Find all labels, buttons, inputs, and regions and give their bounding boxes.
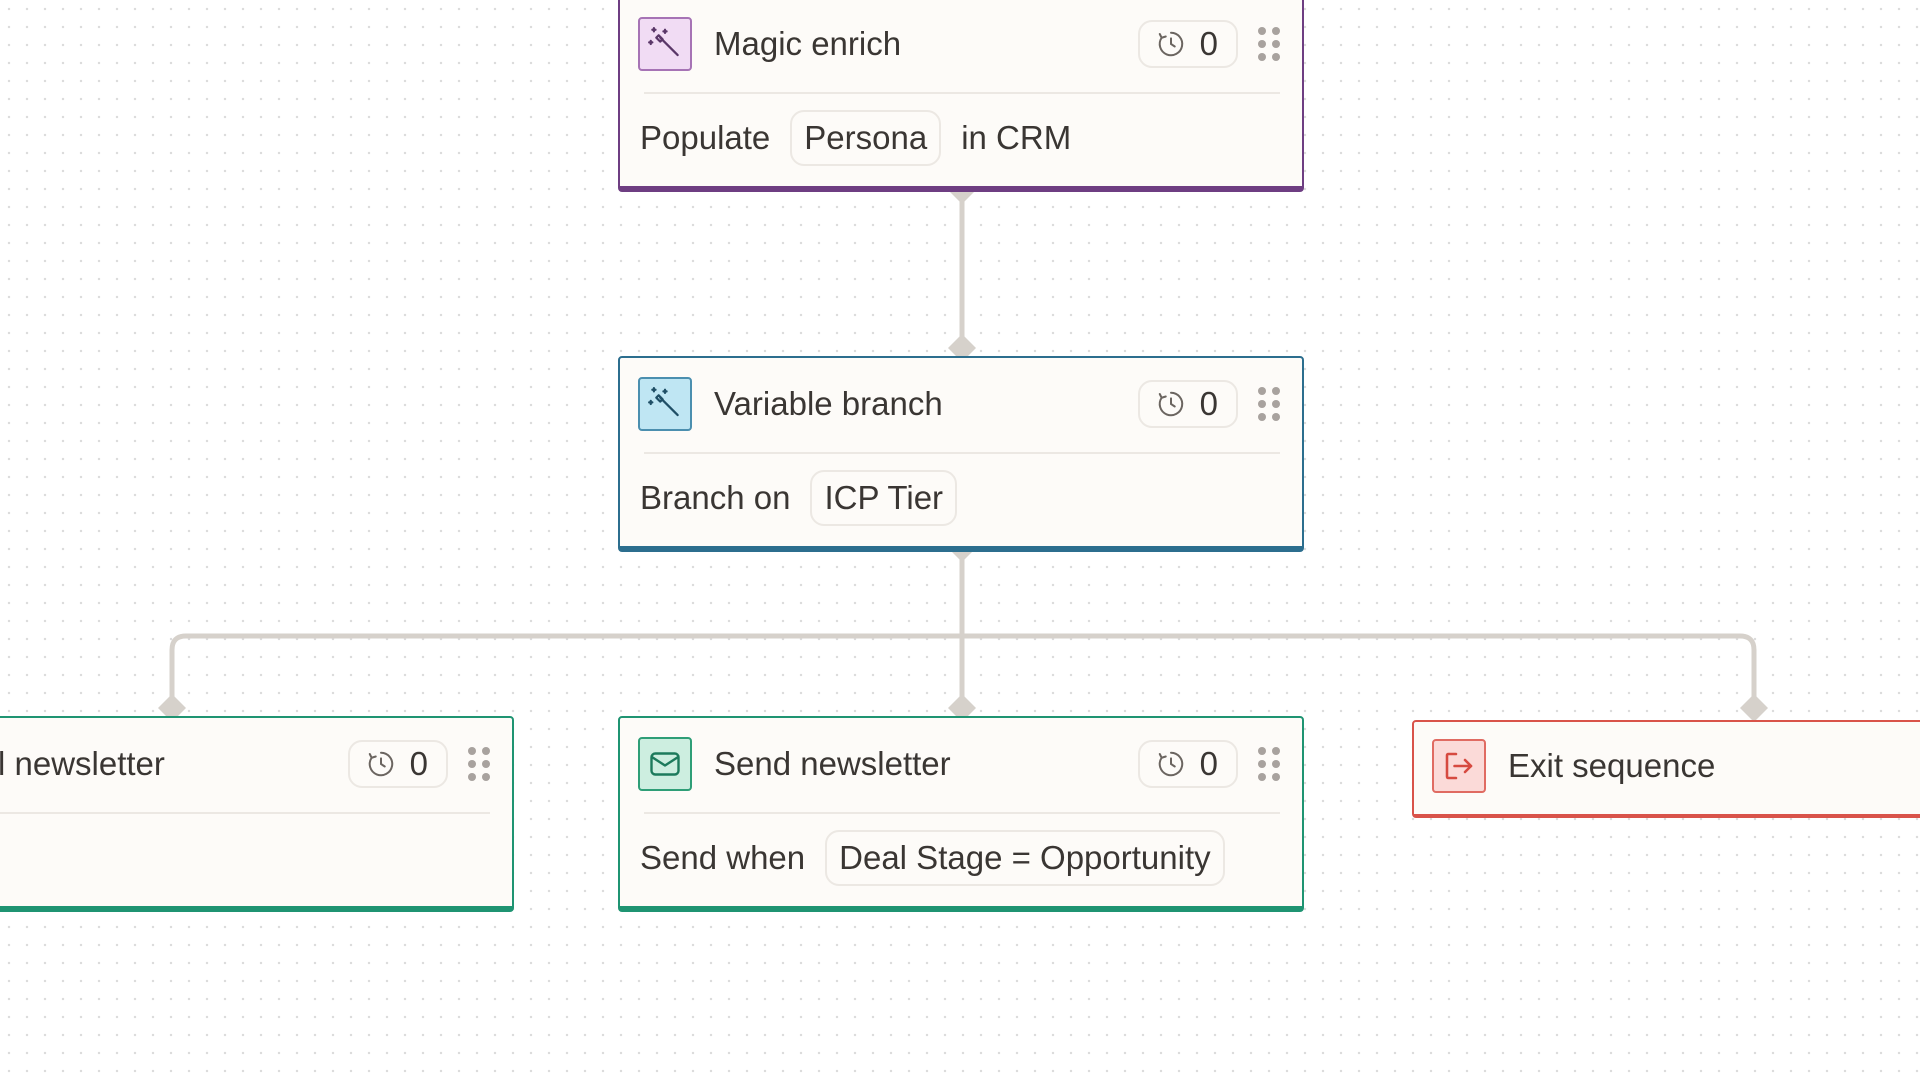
node-header: Magic enrich 0 bbox=[638, 16, 1280, 72]
node-header: Send newsletter 0 bbox=[638, 736, 1280, 792]
node-magic-enrich[interactable]: Magic enrich 0 Populate Persona in CRM bbox=[618, 0, 1304, 192]
drag-handle-icon[interactable] bbox=[1258, 747, 1280, 781]
node-divider bbox=[644, 452, 1280, 454]
envelope-icon bbox=[638, 737, 692, 791]
connector-branch-left bbox=[169, 633, 965, 711]
node-title: l newsletter bbox=[0, 745, 165, 782]
run-counter[interactable]: 0 bbox=[347, 740, 448, 788]
clock-icon bbox=[1158, 391, 1183, 417]
run-counter[interactable]: 0 bbox=[1137, 380, 1238, 428]
clock-icon bbox=[1158, 751, 1183, 777]
condition-chip[interactable]: Deal Stage = Opportunity bbox=[825, 830, 1225, 886]
body-prefix: Branch on bbox=[640, 479, 791, 516]
drag-handle-icon[interactable] bbox=[468, 747, 490, 781]
node-header: l newsletter 0 bbox=[0, 736, 490, 792]
node-title: Exit sequence bbox=[1508, 747, 1716, 784]
connector-port-branch-in bbox=[948, 334, 976, 362]
drag-handle-icon[interactable] bbox=[1258, 387, 1280, 421]
node-header: Variable branch 0 bbox=[638, 376, 1280, 432]
body-prefix: Send when bbox=[640, 839, 806, 876]
run-counter[interactable]: 0 bbox=[1137, 740, 1238, 788]
exit-icon bbox=[1432, 739, 1486, 793]
counter-value: 0 bbox=[1199, 25, 1218, 62]
connector-port-send-in bbox=[948, 694, 976, 722]
node-title: Magic enrich bbox=[714, 25, 902, 62]
clock-icon bbox=[1158, 31, 1183, 57]
node-body: Populate Persona in CRM bbox=[640, 110, 1282, 166]
variable-chip-persona[interactable]: Persona bbox=[790, 110, 942, 166]
node-header: Exit sequence bbox=[1432, 738, 1920, 794]
node-divider bbox=[644, 812, 1280, 814]
node-body: Send when Deal Stage = Opportunity bbox=[640, 830, 1282, 886]
magic-wand-icon bbox=[638, 17, 692, 71]
node-divider bbox=[0, 812, 490, 814]
node-left-newsletter[interactable]: l newsletter 0 bbox=[0, 716, 514, 912]
clock-icon bbox=[368, 751, 393, 777]
magic-wand-icon bbox=[638, 377, 692, 431]
counter-value: 0 bbox=[1199, 385, 1218, 422]
drag-handle-icon[interactable] bbox=[1258, 27, 1280, 61]
connector-port-left-in bbox=[158, 694, 186, 722]
run-counter[interactable]: 0 bbox=[1137, 20, 1238, 68]
body-prefix: Populate bbox=[640, 119, 771, 156]
connector-branch-right bbox=[959, 633, 1757, 711]
connector-port-exit-in bbox=[1740, 694, 1768, 722]
variable-chip-icp-tier[interactable]: ICP Tier bbox=[810, 470, 958, 526]
node-variable-branch[interactable]: Variable branch 0 Branch on ICP Tier bbox=[618, 356, 1304, 552]
node-divider bbox=[644, 92, 1280, 94]
node-send-newsletter[interactable]: Send newsletter 0 Send when Deal Stage =… bbox=[618, 716, 1304, 912]
node-exit-sequence[interactable]: Exit sequence bbox=[1412, 720, 1920, 818]
counter-value: 0 bbox=[1199, 745, 1218, 782]
node-title: Send newsletter bbox=[714, 745, 951, 782]
body-suffix: in CRM bbox=[961, 119, 1072, 156]
node-body: Branch on ICP Tier bbox=[640, 470, 1282, 526]
node-title: Variable branch bbox=[714, 385, 943, 422]
counter-value: 0 bbox=[409, 745, 428, 782]
